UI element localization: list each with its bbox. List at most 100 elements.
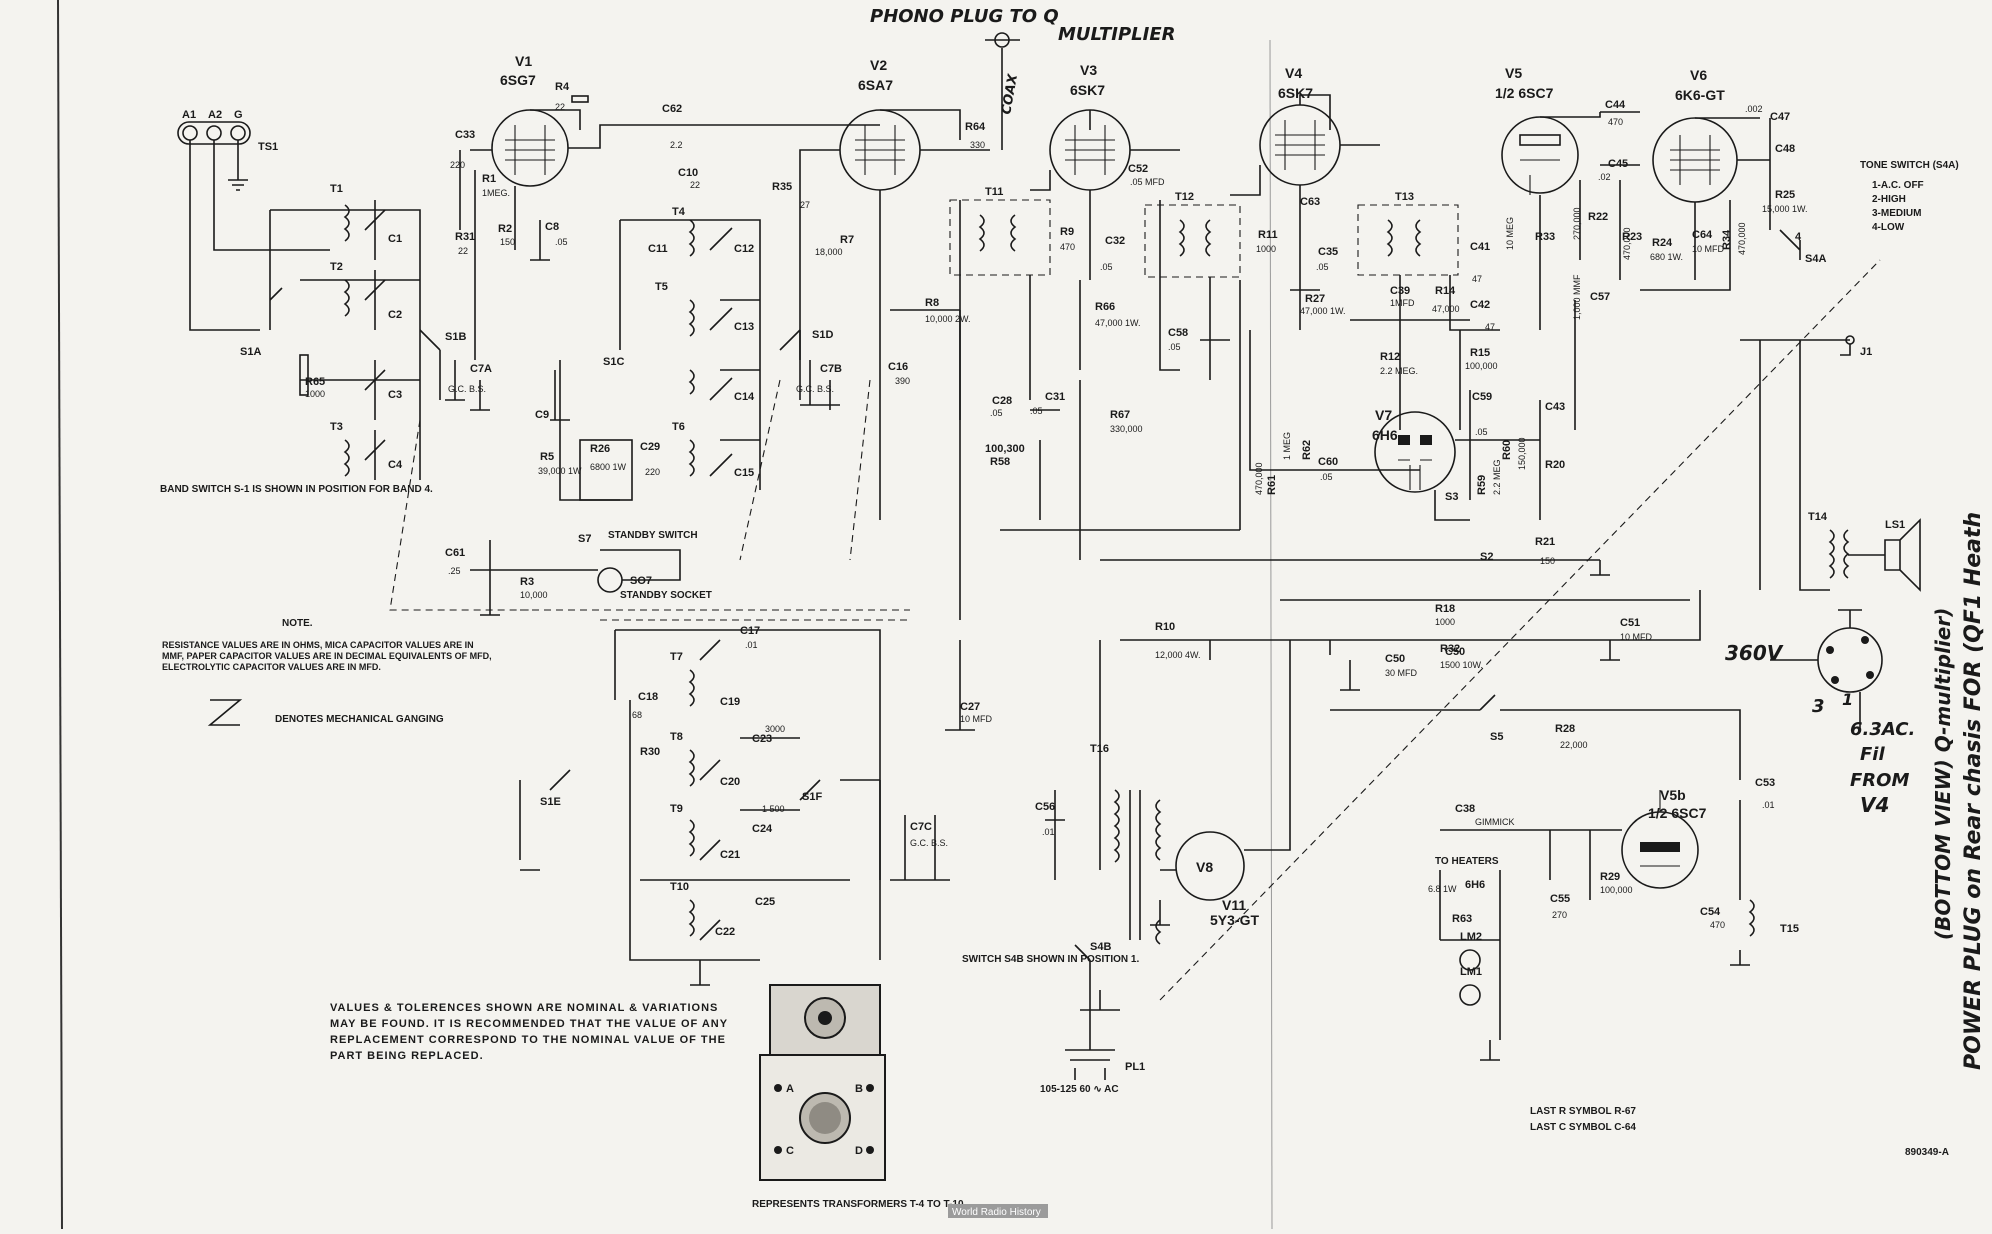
svg-text:C7A: C7A <box>470 363 492 375</box>
heater-section: TO HEATERS 6H6 6.8 1W R63 LM2 LM1 <box>1428 856 1501 1061</box>
svg-text:C19: C19 <box>720 696 740 708</box>
svg-text:C62: C62 <box>662 103 682 115</box>
svg-text:.25: .25 <box>448 566 461 576</box>
svg-text:C7B: C7B <box>820 363 842 375</box>
svg-text:S7: S7 <box>578 533 591 545</box>
svg-text:1000: 1000 <box>1256 244 1276 254</box>
svg-text:V6: V6 <box>1690 67 1707 83</box>
svg-text:T15: T15 <box>1780 923 1799 935</box>
svg-text:.01: .01 <box>1762 800 1775 810</box>
svg-text:1000: 1000 <box>1435 617 1455 627</box>
power-plug-drawing <box>1770 609 1883 730</box>
svg-text:T16: T16 <box>1090 743 1109 755</box>
svg-text:C8: C8 <box>545 221 559 233</box>
handwritten-coax: COAX <box>999 72 1021 116</box>
svg-text:V11: V11 <box>1222 897 1246 913</box>
svg-text:.002: .002 <box>1745 104 1763 114</box>
svg-text:C57: C57 <box>1590 291 1610 303</box>
handwritten-bottom-view: (BOTTOM VIEW) Q-multiplier) <box>1931 608 1955 940</box>
svg-text:R20: R20 <box>1545 459 1565 471</box>
svg-text:68: 68 <box>632 710 642 720</box>
svg-text:TO HEATERS: TO HEATERS <box>1435 856 1499 867</box>
svg-text:C55: C55 <box>1550 893 1570 905</box>
svg-text:R9: R9 <box>1060 226 1074 238</box>
svg-text:C16: C16 <box>888 361 908 373</box>
svg-text:470: 470 <box>1060 242 1075 252</box>
svg-text:.01: .01 <box>745 640 758 650</box>
svg-text:C32: C32 <box>1105 235 1125 247</box>
phono-plug-symbol <box>985 32 1020 150</box>
svg-text:S1F: S1F <box>802 791 822 803</box>
svg-text:R12: R12 <box>1380 351 1400 363</box>
handwritten-multiplier-note: MULTIPLIER <box>1058 24 1176 45</box>
svg-text:T4: T4 <box>672 206 686 218</box>
last-r-symbol: LAST R SYMBOL R-67 <box>1530 1106 1636 1117</box>
svg-text:C1: C1 <box>388 233 402 245</box>
svg-text:R29: R29 <box>1600 871 1620 883</box>
svg-text:C41: C41 <box>1470 241 1490 253</box>
svg-text:C52: C52 <box>1128 163 1148 175</box>
svg-text:S1B: S1B <box>445 331 466 343</box>
svg-text:15,000 1W.: 15,000 1W. <box>1762 204 1808 214</box>
svg-text:TONE SWITCH (S4A): TONE SWITCH (S4A) <box>1860 160 1959 171</box>
svg-text:6SG7: 6SG7 <box>500 72 536 88</box>
svg-text:C53: C53 <box>1755 777 1775 789</box>
svg-text:C50: C50 <box>1445 646 1465 658</box>
svg-text:V2: V2 <box>870 57 887 73</box>
svg-text:1 MEG: 1 MEG <box>1282 432 1292 460</box>
svg-text:150: 150 <box>500 237 515 247</box>
svg-text:C56: C56 <box>1035 801 1055 813</box>
svg-text:R18: R18 <box>1435 603 1455 615</box>
svg-text:270: 270 <box>1552 910 1567 920</box>
values-note: VALUES & TOLERENCES SHOWN ARE NOMINAL & … <box>330 1002 728 1062</box>
last-c-symbol: LAST C SYMBOL C-64 <box>1530 1122 1636 1133</box>
svg-text:T3: T3 <box>330 421 343 433</box>
svg-text:T5: T5 <box>655 281 668 293</box>
svg-text:105-125 60 ∿ AC: 105-125 60 ∿ AC <box>1040 1084 1119 1095</box>
svg-text:V1: V1 <box>515 53 532 69</box>
svg-text:47: 47 <box>1472 274 1482 284</box>
svg-text:C22: C22 <box>715 926 735 938</box>
svg-text:10 MFD: 10 MFD <box>1620 632 1653 642</box>
svg-text:R60: R60 <box>1501 440 1513 460</box>
svg-text:470,000: 470,000 <box>1254 462 1264 495</box>
svg-text:T1: T1 <box>330 183 343 195</box>
band-switch-note: BAND SWITCH S-1 IS SHOWN IN POSITION FOR… <box>160 484 433 495</box>
svg-text:30 MFD: 30 MFD <box>1385 668 1418 678</box>
svg-text:1,000 MMF: 1,000 MMF <box>1572 274 1582 320</box>
svg-text:C45: C45 <box>1608 158 1628 170</box>
svg-text:.05: .05 <box>1100 262 1113 272</box>
tube-v4: V4 6SK7 <box>1230 65 1380 250</box>
svg-text:470: 470 <box>1608 117 1623 127</box>
svg-text:C24: C24 <box>752 823 773 835</box>
svg-text:6.8 1W: 6.8 1W <box>1428 884 1457 894</box>
tube-v5: V5 1/2 6SC7 <box>1495 65 1640 330</box>
svg-text:4: 4 <box>1795 231 1802 243</box>
svg-text:V5: V5 <box>1505 65 1522 81</box>
svg-text:LS1: LS1 <box>1885 519 1905 531</box>
svg-text:.05: .05 <box>990 408 1003 418</box>
svg-text:470,000: 470,000 <box>1622 227 1632 260</box>
svg-text:C11: C11 <box>648 243 668 255</box>
svg-text:LM1: LM1 <box>1460 966 1482 978</box>
svg-text:100,300: 100,300 <box>985 443 1025 455</box>
svg-text:2.2 MEG: 2.2 MEG <box>1492 459 1502 495</box>
svg-text:220: 220 <box>645 467 660 477</box>
svg-text:C47: C47 <box>1770 111 1790 123</box>
svg-text:T12: T12 <box>1175 191 1194 203</box>
handwritten-fil-line1: 6.3AC. <box>1850 719 1915 740</box>
svg-text:.02: .02 <box>1598 172 1611 182</box>
handwritten-360v: 360V <box>1725 641 1784 665</box>
svg-text:R34: R34 <box>1721 229 1733 250</box>
svg-text:STANDBY SWITCH: STANDBY SWITCH <box>608 530 698 541</box>
svg-text:R1: R1 <box>482 173 496 185</box>
handwritten-power-plug-note: POWER PLUG on Rear chasis FOR (QF1 Heath <box>1961 512 1986 1070</box>
svg-text:R22: R22 <box>1588 211 1608 223</box>
svg-text:C60: C60 <box>1318 456 1338 468</box>
svg-text:R64: R64 <box>965 121 986 133</box>
svg-text:1 500: 1 500 <box>762 804 785 814</box>
svg-text:6H6: 6H6 <box>1372 427 1398 443</box>
svg-text:R8: R8 <box>925 297 939 309</box>
svg-text:R21: R21 <box>1535 536 1555 548</box>
